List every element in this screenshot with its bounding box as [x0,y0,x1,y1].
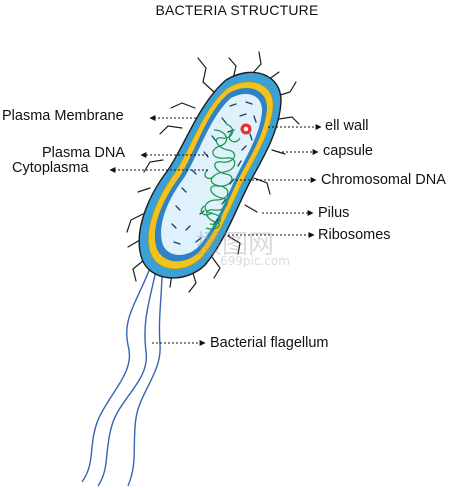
pilus [132,259,145,282]
label-bacterial-flagellum: Bacterial flagellum [210,335,329,351]
pilus [188,269,197,293]
pilus [137,187,151,193]
ribosome [191,169,197,175]
ribosome [239,113,247,117]
pilus [126,213,144,233]
label-chromosomal-dna: Chromosomal DNA [321,172,446,188]
ribosome [237,160,242,167]
ribosome [221,117,227,124]
diagram-title: BACTERIA STRUCTURE [155,2,319,18]
ribosome [211,135,217,142]
ribosome [245,101,253,105]
ribosome [195,237,202,243]
plasmid-dna [240,123,252,135]
label-plasma-membrane: Plasma Membrane [2,108,124,124]
flagellum-2 [97,269,157,487]
plasmid-inner [243,126,249,132]
dna-strand [200,131,241,216]
watermark-url: 699pic.com [220,254,290,268]
ribosome [181,187,187,193]
leader-lines [109,115,322,346]
pili [126,51,300,293]
pilus [227,235,241,255]
flagellum-3 [127,271,163,487]
pilus [244,204,258,213]
ribosome [185,225,191,231]
cytoplasm [161,94,263,255]
chromosomal-dna [200,123,241,230]
ribosome [253,115,257,123]
pilus [253,177,271,195]
label-cytoplasma: Cytoplasma [12,160,89,176]
flagella [81,267,163,487]
pilus [211,256,221,279]
pilus [276,81,297,97]
label-cell-wall: ell wall [325,118,369,134]
ribosome [171,223,177,229]
ribosome [241,145,247,151]
ribosome [229,178,235,185]
watermark-brand: 摄图网 [196,230,275,260]
ribosome [173,241,181,245]
pilus [170,102,196,109]
ribosome [249,133,253,141]
ribosome [175,205,181,211]
pilus [197,57,215,93]
pilus [278,116,300,125]
flagellum-1 [81,267,151,483]
pilus [228,57,237,80]
pilus [127,239,141,248]
pilus [143,159,164,173]
label-plasma-dna: Plasma DNA [42,145,125,161]
label-pilus: Pilus [318,205,350,221]
label-capsule: capsule [323,143,373,159]
pilus [251,51,262,75]
ribosomes [171,101,257,245]
pilus [159,125,183,135]
ribosome [229,103,237,107]
label-ribosomes: Ribosomes [318,227,391,243]
